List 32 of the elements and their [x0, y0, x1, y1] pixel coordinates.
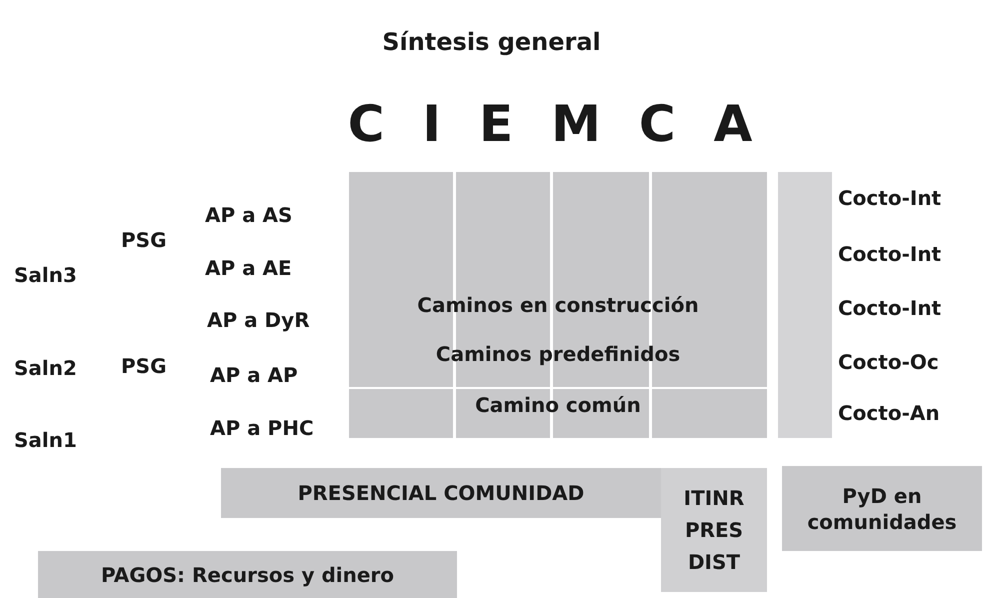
side-label: AP a AS: [205, 203, 292, 227]
side-label: Cocto-An: [838, 401, 940, 425]
band-text: PAGOS: Recursos y dinero: [100, 562, 394, 588]
band-text: PyD en comunidades: [806, 482, 958, 534]
label-band: [661, 468, 767, 592]
side-label: PSG: [121, 354, 166, 378]
band-text: DIST: [688, 549, 740, 575]
side-label: AP a DyR: [207, 308, 310, 332]
side-label: Cocto-Int: [838, 296, 942, 320]
panel-text: Caminos predefinidos: [434, 342, 682, 366]
panel-text: Caminos en construcción: [416, 293, 700, 317]
panel-text: Camino común: [474, 393, 642, 417]
side-label: Cocto-Int: [838, 186, 942, 210]
side-label: AP a PHC: [210, 416, 314, 440]
diagram-title: Síntesis general: [381, 28, 602, 56]
side-label: AP a AP: [210, 363, 298, 387]
band-text: PRESENCIAL COMUNIDAD: [298, 480, 584, 506]
label-band: [221, 468, 661, 518]
band-text: ITINR: [684, 485, 744, 511]
side-label: Cocto-Oc: [838, 350, 939, 374]
label-band: [782, 466, 982, 551]
side-label: Saln2: [14, 356, 77, 380]
grid-panel: [349, 172, 767, 438]
heading-text: CIEMCA: [346, 95, 792, 153]
side-label: Cocto-Int: [838, 242, 942, 266]
side-label: Saln1: [14, 428, 77, 452]
label-band: [38, 551, 457, 598]
band-text: PRES: [684, 517, 744, 543]
side-label: Saln3: [14, 263, 77, 287]
side-label: AP a AE: [205, 256, 292, 280]
side-bar: [778, 172, 832, 438]
side-label: PSG: [121, 228, 166, 252]
